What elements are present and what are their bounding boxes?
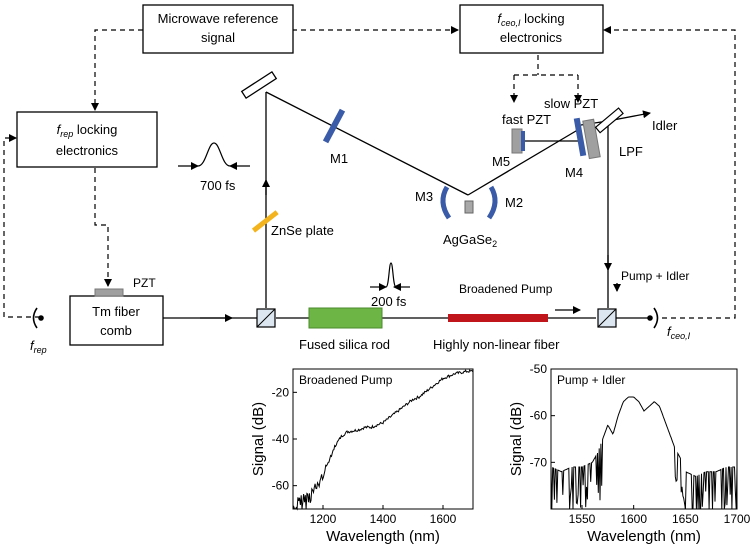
broadened-pump-label: Broadened Pump xyxy=(459,282,553,296)
y-axis-label: Signal (dB) xyxy=(250,402,267,476)
pulse-700-label: 700 fs xyxy=(200,178,236,193)
ceo-locking-line-2: electronics xyxy=(500,30,563,45)
ceo-locking-line-1: fceo,I locking xyxy=(497,11,564,28)
control-lines xyxy=(3,26,736,319)
pump-idler-label: Pump + Idler xyxy=(621,269,689,283)
tm-comb-line-2: comb xyxy=(100,323,132,338)
chart-title: Pump + Idler xyxy=(557,373,625,387)
slow-pzt-block xyxy=(582,118,601,160)
rep-locking-line-2: electronics xyxy=(56,143,119,158)
hnlf-fiber xyxy=(448,314,548,322)
mirror-m3 xyxy=(440,185,452,220)
slow-pzt-label: slow PZT xyxy=(544,96,598,111)
zinc-plate xyxy=(251,210,279,233)
beamsplitter-1 xyxy=(256,308,276,328)
comb-pzt xyxy=(94,288,124,297)
comb-pzt-label: PZT xyxy=(133,276,156,290)
microwave-line-2: signal xyxy=(201,30,235,45)
lpf-label: LPF xyxy=(619,144,643,159)
fused-silica-label: Fused silica rod xyxy=(299,337,390,352)
x-tick-label: 1700 xyxy=(724,512,750,526)
microwave-line-1: Microwave reference xyxy=(158,11,279,26)
ceo-detector xyxy=(616,307,659,329)
tm-comb-line-1: Tm fiber xyxy=(92,304,140,319)
x-axis-label: Wavelength (nm) xyxy=(587,528,701,545)
rep-locking-line-1: frep locking xyxy=(57,122,118,139)
crystal-aggase2 xyxy=(464,200,474,214)
zinc-label: ZnSe plate xyxy=(271,223,334,238)
series-line xyxy=(292,369,474,511)
series-line xyxy=(550,396,738,510)
line-microwave-to-rep xyxy=(91,29,143,111)
crystal-label: AgGaSe2 xyxy=(443,232,497,249)
pulse-200fs xyxy=(370,262,410,291)
y-tick-label: -70 xyxy=(530,455,548,469)
hnlf-label: Highly non-linear fiber xyxy=(433,337,560,352)
fast-pzt-block xyxy=(511,128,523,154)
x-tick-label: 1200 xyxy=(310,512,337,526)
y-tick-label: -40 xyxy=(272,432,290,446)
beam-to-crystal xyxy=(265,91,469,196)
mirror-m2 xyxy=(486,185,498,220)
fused-silica-rod xyxy=(308,307,383,329)
lpf-filter xyxy=(594,107,624,134)
x-tick-label: 1650 xyxy=(672,512,699,526)
m5-label: M5 xyxy=(492,154,510,169)
rep-detector xyxy=(32,307,44,329)
x-axis-label: Wavelength (nm) xyxy=(326,528,440,545)
fast-pzt-label: fast PZT xyxy=(502,112,551,127)
f-ceo-label: fceo,I xyxy=(667,324,691,341)
y-axis-label: Signal (dB) xyxy=(508,402,525,476)
x-tick-label: 1600 xyxy=(430,512,457,526)
line-ceo-to-pzts xyxy=(513,55,579,98)
beamsplitter-2 xyxy=(597,308,617,328)
f-rep-label: frep xyxy=(30,338,47,355)
microwave-reference-box: Microwave reference signal xyxy=(142,4,294,54)
line-rep-detector-to-rep xyxy=(3,134,40,318)
pulse-700fs xyxy=(178,142,250,170)
beam-crystal-to-m4 xyxy=(467,127,582,196)
x-tick-label: 1400 xyxy=(370,512,397,526)
y-tick-label: -60 xyxy=(272,479,290,493)
mirror-m5 xyxy=(521,131,525,151)
plot-frame xyxy=(292,368,474,510)
mirror-m4 xyxy=(573,117,587,157)
y-tick-label: -50 xyxy=(530,362,548,376)
y-tick-label: -60 xyxy=(530,409,548,423)
y-tick-label: -20 xyxy=(272,385,290,399)
m2-label: M2 xyxy=(505,195,523,210)
tm-comb-box: Tm fiber comb xyxy=(69,295,164,346)
rep-locking-box: frep locking electronics xyxy=(16,111,158,168)
idler-label: Idler xyxy=(652,118,678,133)
mirror-m1 xyxy=(322,108,346,144)
chart-title: Broadened Pump xyxy=(299,373,393,387)
ceo-locking-box: fceo,I locking electronics xyxy=(459,4,604,54)
top-mirror xyxy=(240,70,278,100)
m4-label: M4 xyxy=(565,165,583,180)
line-ceo-detector-to-ceo xyxy=(603,26,736,319)
m1-label: M1 xyxy=(330,151,348,166)
x-tick-label: 1550 xyxy=(569,512,596,526)
m3-label: M3 xyxy=(415,189,433,204)
pulse-200-label: 200 fs xyxy=(371,294,407,309)
x-tick-label: 1600 xyxy=(620,512,647,526)
line-rep-to-pzt xyxy=(94,168,112,287)
